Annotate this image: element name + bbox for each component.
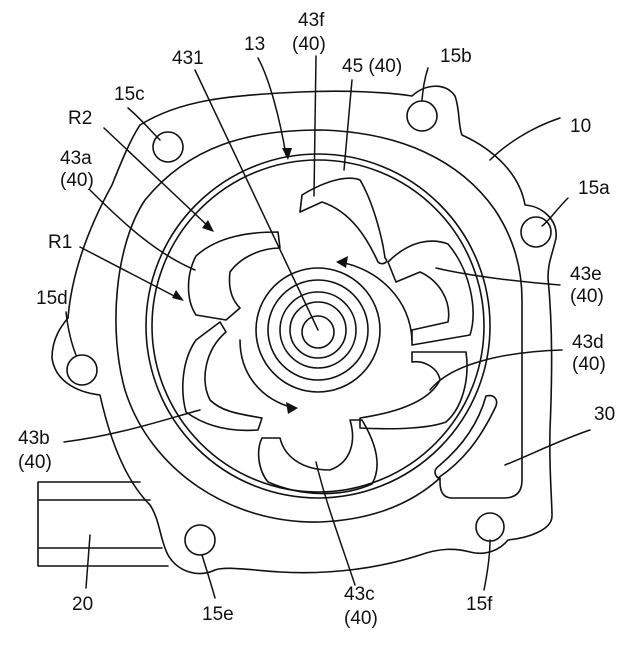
label-43d: 43d	[572, 332, 604, 353]
bolt-hole-15f	[476, 513, 504, 541]
label-43b-sub: (40)	[18, 452, 52, 473]
label-15e: 15e	[202, 604, 234, 625]
label-43c: 43c	[344, 584, 375, 605]
label-30: 30	[594, 404, 615, 425]
blade-43a	[189, 232, 281, 320]
label-10: 10	[570, 116, 591, 137]
inner-chamber-outline	[116, 130, 522, 522]
label-43a-sub: (40)	[60, 170, 94, 191]
label-43e: 43e	[570, 264, 602, 285]
label-43a: 43a	[60, 148, 92, 169]
label-43c-sub: (40)	[344, 608, 378, 629]
label-15b: 15b	[440, 46, 472, 67]
label-15a: 15a	[578, 178, 610, 199]
label-43f-sub: (40)	[292, 34, 326, 55]
bolt-hole-15d	[67, 355, 97, 385]
bolt-hole-15b	[407, 101, 437, 131]
label-15f: 15f	[466, 594, 493, 615]
label-20: 20	[72, 594, 93, 615]
label-43d-sub: (40)	[572, 354, 606, 375]
rotation-arrowhead-upper	[336, 256, 348, 268]
label-15d: 15d	[36, 288, 68, 309]
blade-43d	[360, 352, 467, 429]
blade-43e	[388, 241, 473, 345]
label-45: 45 (40)	[342, 56, 402, 77]
label-43f: 43f	[298, 10, 325, 31]
pipe-20	[38, 482, 168, 566]
label-431: 431	[172, 48, 204, 69]
leader-lines	[64, 56, 590, 598]
label-43b: 43b	[18, 428, 50, 449]
groove-ring-outer	[146, 154, 490, 498]
label-R2: R2	[68, 108, 92, 129]
groove-ring-inner	[152, 160, 484, 492]
label-R1: R1	[48, 232, 72, 253]
shaft-431	[302, 316, 334, 348]
bolt-hole-15e	[185, 525, 215, 555]
label-43e-sub: (40)	[570, 286, 604, 307]
passage-30	[435, 396, 497, 478]
rotation-arrowhead-lower	[286, 402, 298, 414]
label-15c: 15c	[114, 84, 145, 105]
label-13: 13	[244, 34, 265, 55]
blade-43c	[259, 420, 377, 494]
blade-43f	[300, 178, 387, 263]
impeller	[183, 178, 473, 493]
rotation-arc-upper	[340, 262, 412, 340]
